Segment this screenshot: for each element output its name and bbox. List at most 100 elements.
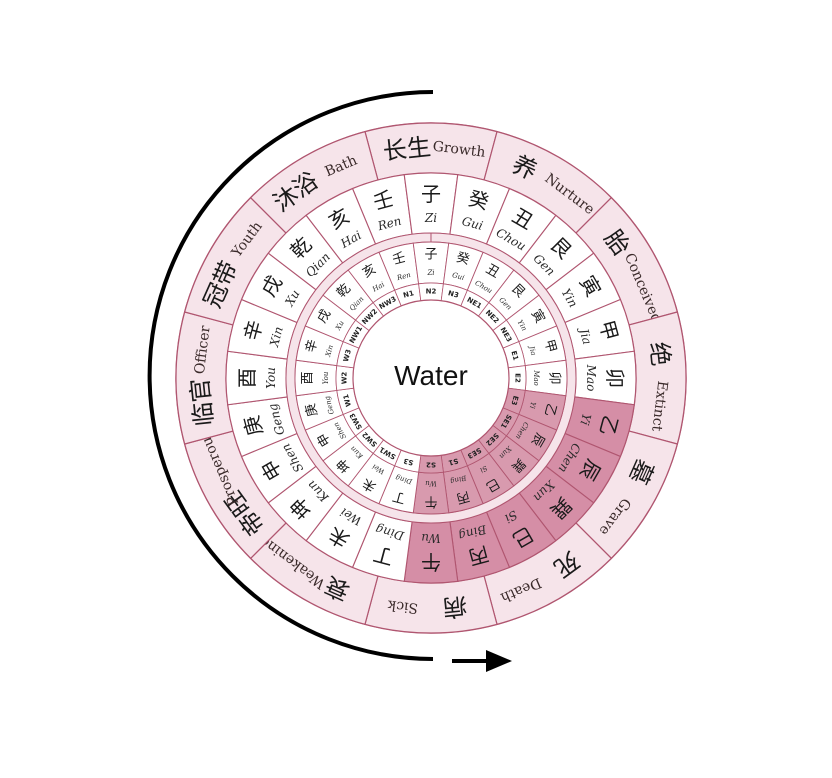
- stage-label: Extinct: [648, 380, 670, 433]
- inner-mountain-romanization: Si: [478, 464, 488, 474]
- inner-mountain-han: 戌: [315, 307, 334, 326]
- mountain-han: 卯: [603, 368, 627, 388]
- direction-code-label: S3: [403, 456, 415, 466]
- inner-mountain-han: 辰: [528, 430, 547, 449]
- inner-mountain-cell-mao: 卯 Mao: [524, 359, 568, 397]
- inner-mountain-han: 乙: [541, 402, 559, 418]
- inner-mountain-han: 卯: [547, 371, 562, 384]
- stage-cell: [364, 575, 498, 634]
- stage-sector-sick: 病 Sick: [364, 575, 498, 634]
- mountain-romanization: Yi: [577, 412, 594, 427]
- inner-mountain-han: 亥: [360, 262, 379, 281]
- inner-mountain-han: 丙: [455, 488, 471, 506]
- arrow-head-icon: [486, 650, 512, 672]
- mountain-romanization: You: [264, 367, 278, 389]
- inner-mountain-romanization: Mao: [532, 369, 540, 386]
- inner-mountain-han: 午: [424, 494, 437, 509]
- direction-code-label: W1: [342, 393, 353, 407]
- inner-mountain-romanization: Yi: [528, 401, 537, 410]
- inner-mountain-han: 丑: [483, 262, 502, 281]
- direction-code-label: E3: [509, 395, 519, 407]
- inner-mountain-han: 申: [315, 430, 334, 449]
- inner-mountain-han: 壬: [391, 250, 407, 268]
- stage-han: 病: [442, 592, 469, 622]
- mountain-cell-zi: 子 Zi: [403, 172, 459, 235]
- direction-code-w2: W2: [335, 365, 355, 391]
- mountain-han: 酉: [235, 368, 259, 388]
- mountain-romanization: Ren: [375, 214, 403, 234]
- center-element-label: Water: [394, 360, 468, 391]
- direction-code-se2: SE2: [477, 424, 507, 454]
- center-disc: [352, 299, 510, 457]
- inner-mountain-romanization: Ren: [395, 271, 412, 283]
- mountain-han: 午: [421, 550, 441, 574]
- cycle-direction-arc: [147, 90, 434, 661]
- inner-mountain-romanization: You: [322, 371, 330, 384]
- inner-mountain-han: 庚: [302, 402, 321, 419]
- mountain-romanization: Wu: [421, 531, 441, 545]
- mountain-han: 子: [421, 182, 441, 206]
- mountain-cell-mao: 卯 Mao: [574, 350, 637, 406]
- mountain-romanization: Xin: [267, 325, 286, 349]
- inner-mountain-han: 癸: [455, 250, 471, 268]
- direction-code-s2: S2: [418, 454, 444, 474]
- direction-code-label: E2: [514, 373, 522, 383]
- direction-code-se3: SE3: [460, 439, 490, 467]
- inner-mountain-han: 酉: [301, 371, 316, 384]
- direction-code-label: E1: [509, 350, 519, 362]
- mountain-romanization: Gui: [460, 214, 484, 233]
- stage-han: 长生: [382, 133, 433, 166]
- mountain-cell-xu: 戌Xu: [240, 252, 317, 324]
- mountain-cell-wu: 午 Wu: [403, 521, 459, 584]
- direction-code-label: N1: [402, 289, 415, 300]
- inner-mountain-romanization: Xin: [324, 344, 335, 359]
- mountain-cell-you: 酉 You: [225, 350, 288, 406]
- direction-code-label: N2: [426, 288, 437, 296]
- stage-han: 临官: [186, 377, 219, 428]
- stage-label: Growth: [432, 139, 486, 161]
- inner-mountain-cell-you: 酉 You: [294, 359, 338, 397]
- mountain-romanization: Mao: [584, 364, 598, 392]
- mountain-romanization: Zi: [424, 211, 437, 225]
- inner-mountain-han: 巳: [483, 475, 502, 494]
- stage-label: Sick: [386, 596, 419, 616]
- inner-mountain-cell-wu: 午 Wu: [412, 471, 450, 515]
- inner-mountain-romanization: Wu: [425, 479, 437, 487]
- direction-code-n2: N2: [418, 282, 444, 302]
- inner-mountain-cell-zi: 子 Zi: [412, 241, 450, 285]
- direction-code-label: S2: [426, 461, 436, 469]
- inner-mountain-romanization: Zi: [426, 269, 434, 277]
- inner-mountain-han: 甲: [541, 338, 559, 354]
- inner-mountain-han: 未: [360, 475, 379, 494]
- inner-mountain-han: 子: [424, 248, 437, 263]
- stage-label: Officer: [192, 325, 214, 376]
